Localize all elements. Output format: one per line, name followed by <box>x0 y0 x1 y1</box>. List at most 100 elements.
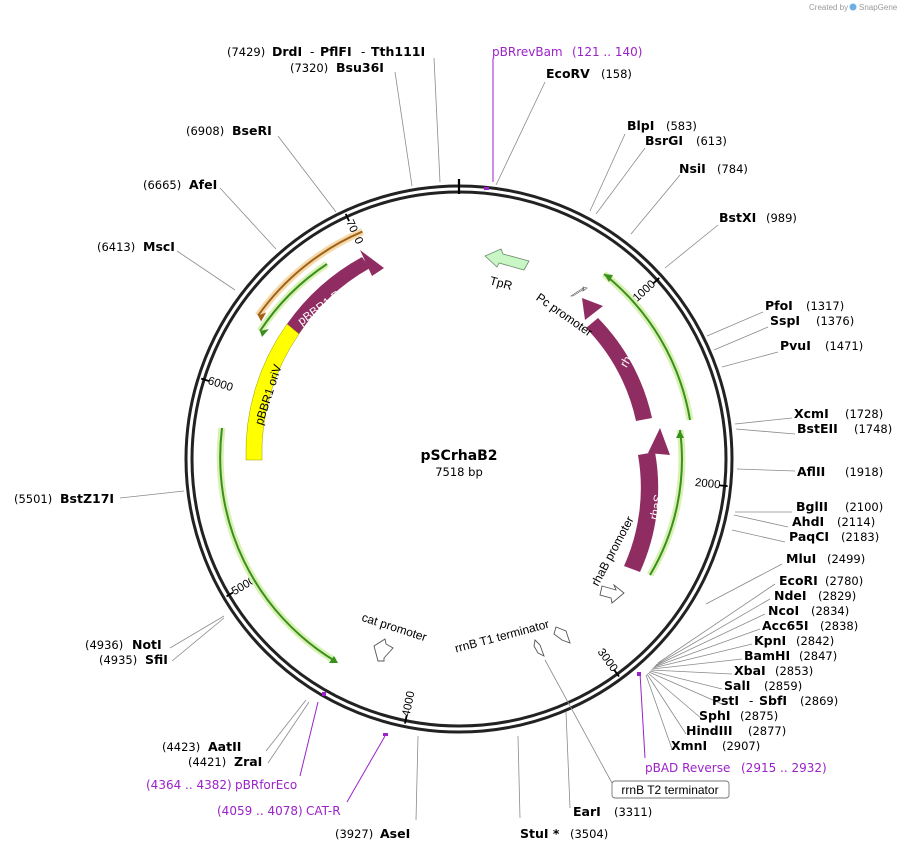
scale-tick-6000 <box>200 377 210 382</box>
scale-tick-2000 <box>719 484 728 488</box>
site-nsii-name: NsiI <box>679 161 706 176</box>
primer-pbrrevbam-pos: (121 .. 140) <box>572 45 642 59</box>
credit-brand: SnapGene <box>859 3 898 12</box>
site-asei-pos: (3927) <box>335 827 373 841</box>
site-ncoi-name: NcoI <box>768 603 799 618</box>
rrnb-t2-terminator-label: rrnB T2 terminator <box>621 783 718 797</box>
site-noti-pos: (4936) <box>85 638 123 652</box>
rrnb-t1-terminator-icon <box>553 626 571 644</box>
primer-pbad-reverse-pos: (2915 .. 2932) <box>741 761 827 775</box>
site-tth111i-name: Tth111I <box>371 44 425 59</box>
scale-tick-label-2000: 2000 <box>694 477 721 492</box>
site-eari-name: EarI <box>573 804 601 819</box>
cat-promoter-label: cat promoter <box>360 610 428 644</box>
site-stui-pos: (3504) <box>570 827 608 841</box>
site-hindiii-pos: (2877) <box>748 724 786 738</box>
site-sfii-name: SfiI <box>145 652 168 667</box>
tpr-arrow <box>484 248 530 271</box>
scale-tick-7000 <box>344 213 350 222</box>
rrnb-t2-terminator-icon <box>533 639 545 657</box>
rhas-body <box>624 452 659 572</box>
site-ahdi-pos: (2114) <box>837 515 875 529</box>
primer-cat-r-pos: (4059 .. 4078) <box>217 804 303 818</box>
site-bsu36i-name: Bsu36I <box>336 60 384 75</box>
primer-pbrforeco-name: pBRforEco <box>235 778 297 792</box>
site-mlui-pos: (2499) <box>827 552 865 566</box>
site-bsrgi-pos: (613) <box>696 134 727 148</box>
site-sali-pos: (2859) <box>764 679 802 693</box>
site-afei-name: AfeI <box>189 177 217 192</box>
site-bseri-pos: (6908) <box>186 124 224 138</box>
site-asei-name: AseI <box>380 826 410 841</box>
site-xbai-name: XbaI <box>734 663 766 678</box>
orf-green-right-lower-arc <box>649 429 683 576</box>
orf-green-right-upper-arc <box>603 273 691 421</box>
pbbr1-rep-body <box>287 257 370 334</box>
site-xcmi-pos: (1728) <box>845 407 883 421</box>
pc-promoter-icon <box>570 286 588 297</box>
site-msci-pos: (6413) <box>97 240 135 254</box>
orf-green-upper-arrowhead <box>260 329 269 337</box>
primer-pbrforeco-pos: (4364 .. 4382) <box>146 778 232 792</box>
scale-tick-label-6000: 6000 <box>206 375 234 394</box>
rhar-label: rhaR <box>617 340 642 370</box>
primer-pbad-reverse-name: pBAD Reverse <box>645 761 730 775</box>
site-sfii-pos: (4935) <box>99 653 137 667</box>
site-xbai-pos: (2853) <box>775 664 813 678</box>
site-acc65i-name: Acc65I <box>762 618 809 633</box>
orf-orange-arrowhead <box>258 312 267 322</box>
pbbr1-rep-arrowhead <box>360 250 384 276</box>
primer-leaders <box>299 58 646 803</box>
site-eari-pos: (3311) <box>614 805 652 819</box>
site-stui-name: StuI * <box>520 826 560 841</box>
site-separator: - <box>749 694 753 708</box>
orf-green-right-upper-arrowhead <box>604 274 613 282</box>
site-msci-name: MscI <box>143 239 175 254</box>
site-pvui-pos: (1471) <box>825 339 863 353</box>
orf-orange-arc <box>257 230 363 317</box>
primer-pbrrevbam-name: pBRrevBam <box>492 45 563 59</box>
site-kpni-name: KpnI <box>754 633 786 648</box>
pbbr1-oriv-body <box>245 323 300 461</box>
site-ndei-pos: (2829) <box>818 589 856 603</box>
site-bsu36i-pos: (7320) <box>290 61 328 75</box>
snapgene-logo-icon <box>849 3 857 11</box>
plasmid-name: pSCrhaB2 <box>420 448 497 464</box>
site-paqci-pos: (2183) <box>841 530 879 544</box>
site-xcmi-name: XcmI <box>794 406 829 421</box>
site-hindiii-name: HindIII <box>686 723 733 738</box>
site-sali-name: SalI <box>724 678 750 693</box>
site-sphi-pos: (2875) <box>740 709 778 723</box>
orf-green-left-arc <box>219 427 336 662</box>
site-bstz17i-name: BstZ17I <box>60 491 114 506</box>
scale-tick-1000 <box>652 277 660 284</box>
site-sbfi-pos: (2869) <box>800 694 838 708</box>
site-separator: - <box>310 45 314 59</box>
site-drdi-pos: (7429) <box>227 45 265 59</box>
site-bglii-name: BglII <box>796 499 828 514</box>
site-bstxi-name: BstXI <box>719 210 756 225</box>
rhab-promoter-label: rhaB promoter <box>588 514 636 588</box>
site-ahdi-name: AhdI <box>792 514 824 529</box>
site-ncoi-pos: (2834) <box>811 604 849 618</box>
site-aatii-name: AatII <box>208 739 241 754</box>
cat-promoter-arrow <box>373 638 394 662</box>
site-bstxi-pos: (989) <box>766 211 797 225</box>
rrnb-t2-terminator-box <box>611 780 730 799</box>
site-xmni-name: XmnI <box>671 738 707 753</box>
credit-prefix: Created by <box>809 3 848 12</box>
site-sspi-name: SspI <box>770 313 800 328</box>
site-ecori-name: EcoRI <box>779 573 818 588</box>
site-bamhi-pos: (2847) <box>799 649 837 663</box>
site-ecori-pos: (2780) <box>825 574 863 588</box>
site-blpi-name: BlpI <box>627 118 654 133</box>
site-sbfi-name: SbfI <box>759 693 787 708</box>
site-separator: - <box>361 45 365 59</box>
site-psti-name: PstI <box>712 693 739 708</box>
site-nsii-pos: (784) <box>717 162 748 176</box>
site-aflii-name: AflII <box>797 464 825 479</box>
site-drdi-name: DrdI <box>272 44 302 59</box>
site-sspi-pos: (1376) <box>816 314 854 328</box>
site-bstz17i-pos: (5501) <box>14 492 52 506</box>
site-kpni-pos: (2842) <box>796 634 834 648</box>
